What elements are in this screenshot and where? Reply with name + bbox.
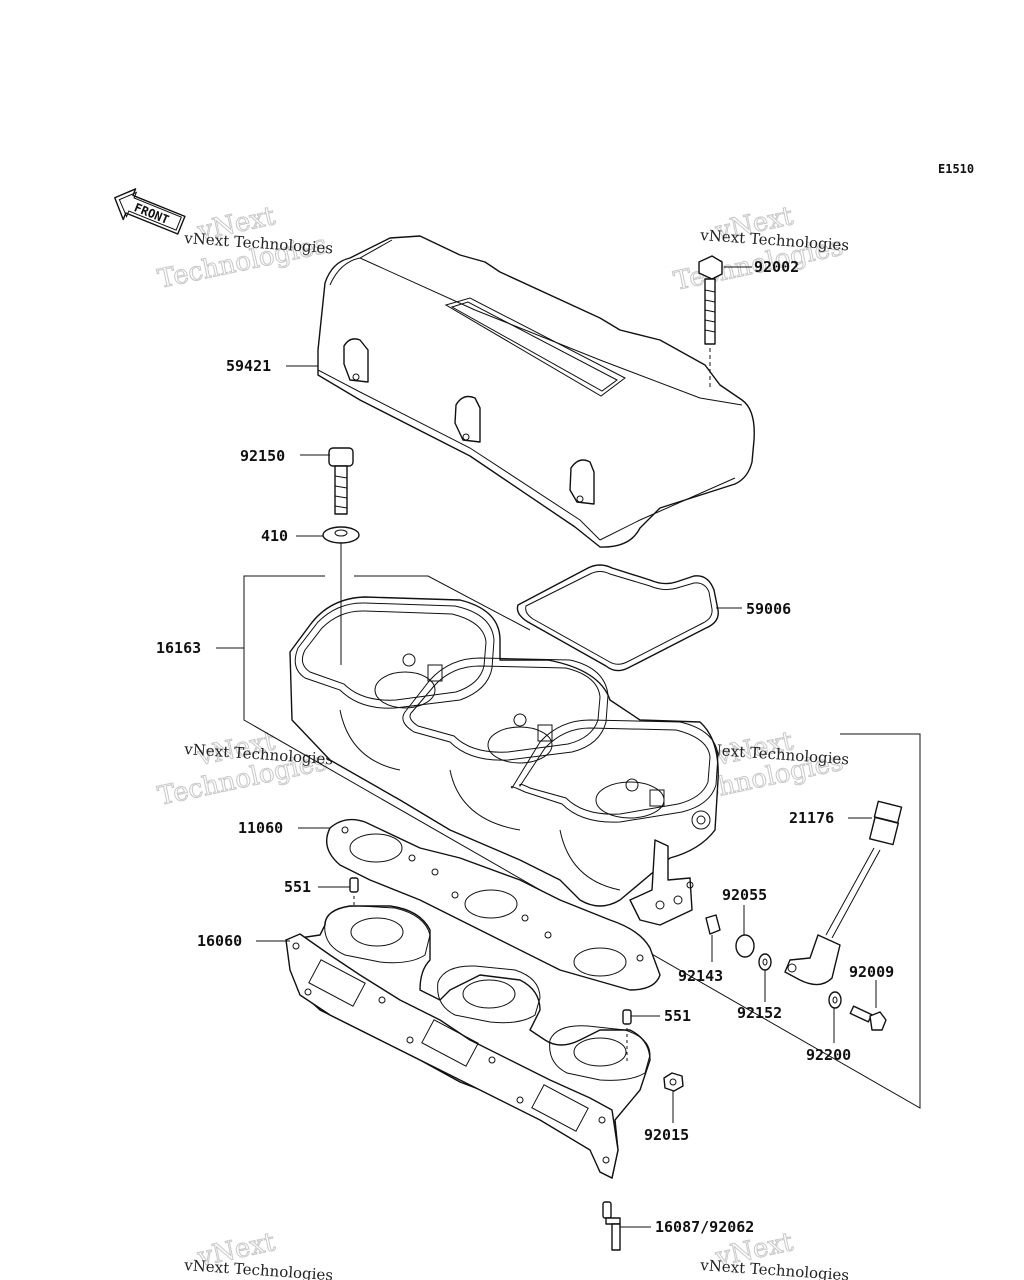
throttle-body-16163 xyxy=(289,596,719,926)
bolt-92002 xyxy=(698,255,723,388)
stud-16087-92062 xyxy=(602,1201,621,1251)
cover-59421 xyxy=(317,235,755,548)
label-92150: 92150 xyxy=(240,447,285,465)
intake-manifold-16060 xyxy=(285,905,651,1179)
bolt-92150 xyxy=(328,447,354,515)
label-92055: 92055 xyxy=(722,886,767,904)
label-92200: 92200 xyxy=(806,1046,851,1064)
label-551-top: 551 xyxy=(284,878,311,896)
gasket-11060 xyxy=(326,818,661,991)
label-16163: 16163 xyxy=(156,639,201,657)
nut-92015 xyxy=(663,1072,684,1092)
washer-92152 xyxy=(758,953,772,971)
bolt-92009 xyxy=(849,1005,887,1031)
label-92002: 92002 xyxy=(754,258,799,276)
watermark-top-left: vNext Technologies vNext Technologies xyxy=(155,201,334,296)
washer-92200 xyxy=(828,991,842,1009)
leader-lines xyxy=(216,266,877,1228)
watermark-mid-left: vNext Technologies vNext Technologies xyxy=(155,726,334,813)
label-92009: 92009 xyxy=(849,963,894,981)
cover-nameplate xyxy=(444,297,626,397)
watermark-top-right: vNext Technologies vNext Technologies xyxy=(671,201,850,298)
o-ring-92055 xyxy=(735,934,755,958)
sensor-21176 xyxy=(784,800,903,986)
washer-410 xyxy=(322,526,360,544)
label-92143: 92143 xyxy=(678,967,723,985)
label-21176: 21176 xyxy=(789,809,834,827)
diagram-code: E1510 xyxy=(938,162,974,176)
front-arrow-icon: FRONT xyxy=(114,188,186,235)
label-16060: 16060 xyxy=(197,932,242,950)
label-92152: 92152 xyxy=(737,1004,782,1022)
gasket-59006 xyxy=(516,564,719,672)
label-551-bottom: 551 xyxy=(664,1007,691,1025)
dowel-551-bottom xyxy=(622,1009,632,1062)
label-59421: 59421 xyxy=(226,357,271,375)
label-92015: 92015 xyxy=(644,1126,689,1144)
label-410: 410 xyxy=(261,527,288,545)
label-59006: 59006 xyxy=(746,600,791,618)
label-16087-92062: 16087/92062 xyxy=(655,1218,754,1236)
watermark-bottom-left: vNext vNext Technologies xyxy=(183,1227,334,1280)
clip-92143 xyxy=(705,914,721,935)
label-11060: 11060 xyxy=(238,819,283,837)
